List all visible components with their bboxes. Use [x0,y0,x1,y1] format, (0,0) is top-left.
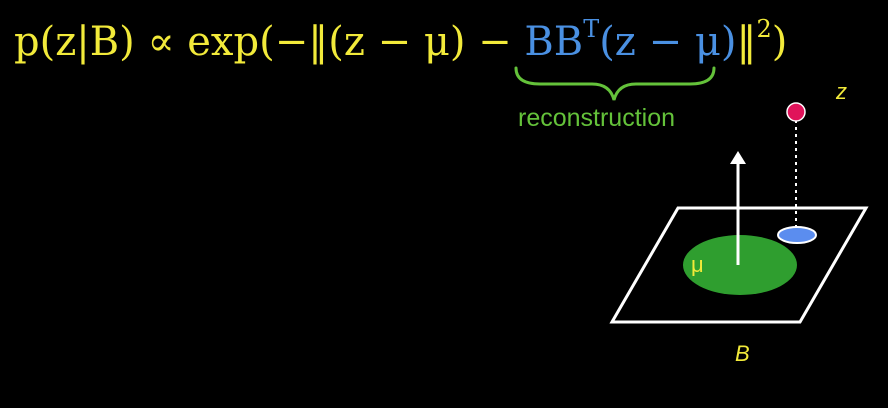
formula-projection-tail: (z − μ) [599,19,737,65]
formula-transpose: T [583,15,600,43]
mean-label: μ [691,252,704,277]
likelihood-formula: p(z|B) ∝ exp(−‖(z − μ) − BBT(z − μ)‖2) [14,14,787,70]
basis-arrow-head [730,151,746,164]
formula-projection-main: BB [524,19,584,65]
plane-label-b: B [735,341,750,366]
projected-point-disk [777,226,817,244]
formula-square: 2 [756,15,772,43]
mean-disk [683,235,797,295]
data-point [786,102,806,122]
formula-norm-close: ‖ [736,19,757,65]
reconstruction-brace [514,66,716,101]
reconstruction-label: reconstruction [518,104,676,132]
subspace-plane [609,206,869,324]
formula-lhs: p(z|B) ∝ exp(−‖(z − μ) − [14,19,525,65]
point-label-z: z [836,79,847,104]
formula-close-paren: ) [771,19,788,65]
